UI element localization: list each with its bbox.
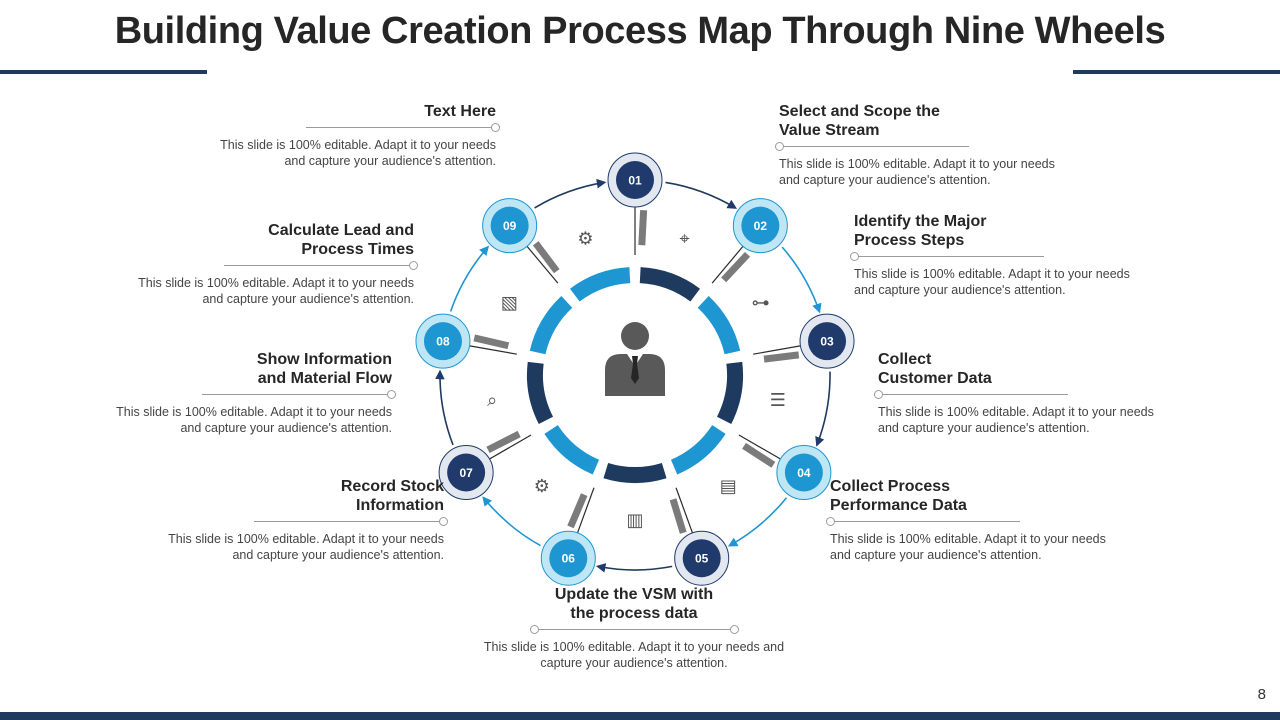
step-heading: Select and Scope the Value Stream bbox=[779, 103, 940, 139]
step-badge-03: 03 bbox=[799, 313, 855, 369]
step-description: This slide is 100% editable. Adapt it to… bbox=[483, 640, 785, 670]
page-number: 8 bbox=[1257, 686, 1266, 703]
hand-gear-icon: ⚙ bbox=[534, 476, 550, 497]
step-underline bbox=[850, 252, 1154, 262]
step-underline bbox=[775, 142, 1079, 152]
step-badge-01: 01 bbox=[607, 152, 663, 208]
step-badge-02: 02 bbox=[732, 198, 788, 254]
analytics-icon: ▧ bbox=[501, 293, 518, 314]
step-badge-number: 01 bbox=[628, 174, 642, 188]
step-description: This slide is 100% editable. Adapt it to… bbox=[830, 532, 1106, 562]
report-icon: ▥ bbox=[626, 510, 643, 531]
step-description: This slide is 100% editable. Adapt it to… bbox=[116, 405, 392, 435]
step-underline bbox=[474, 625, 794, 635]
step-underline bbox=[826, 517, 1130, 527]
step-heading: Calculate Lead and Process Times bbox=[268, 222, 414, 258]
step-description: This slide is 100% editable. Adapt it to… bbox=[854, 267, 1130, 297]
page-title: Building Value Creation Process Map Thro… bbox=[114, 10, 1166, 52]
step-description: This slide is 100% editable. Adapt it to… bbox=[779, 157, 1055, 187]
step-underline bbox=[114, 517, 448, 527]
step-badge-number: 08 bbox=[436, 335, 450, 349]
step-underline bbox=[166, 123, 500, 133]
wheel-segment-03: ☰ bbox=[716, 341, 831, 447]
title-rule-left bbox=[0, 70, 207, 74]
database-icon: ☰ bbox=[770, 390, 786, 411]
step-badge-number: 07 bbox=[459, 466, 473, 480]
step-description: This slide is 100% editable. Adapt it to… bbox=[878, 405, 1154, 435]
step-heading: Update the VSM with the process data bbox=[554, 586, 714, 622]
step-badge-number: 06 bbox=[562, 552, 576, 566]
step-badge-06: 06 bbox=[540, 530, 596, 586]
step-badge-number: 04 bbox=[797, 466, 811, 480]
monitor-gear-icon: ⚙ bbox=[577, 229, 593, 250]
step-badge-05: 05 bbox=[674, 530, 730, 586]
step-description: This slide is 100% editable. Adapt it to… bbox=[220, 138, 496, 168]
businessman-icon bbox=[605, 322, 665, 396]
title-rule-right bbox=[1073, 70, 1280, 74]
footer-bar bbox=[0, 712, 1280, 720]
magnifier-document-icon: ⌕ bbox=[487, 390, 497, 411]
step-underline bbox=[62, 390, 396, 400]
step-badge-07: 07 bbox=[438, 445, 494, 500]
flowchart-icon: ⊶ bbox=[752, 293, 770, 314]
step-heading: Text Here bbox=[424, 103, 496, 120]
step-badge-number: 03 bbox=[820, 335, 834, 349]
documents-icon: ▤ bbox=[720, 476, 737, 497]
step-description: This slide is 100% editable. Adapt it to… bbox=[138, 276, 414, 306]
step-badge-number: 09 bbox=[503, 219, 517, 233]
step-heading: Record Stock Information bbox=[340, 478, 444, 514]
step-heading: Collect Process Performance Data bbox=[830, 478, 967, 514]
step-heading: Show Information and Material Flow bbox=[256, 351, 392, 387]
step-underline bbox=[874, 390, 1178, 400]
target-icon: ⌖ bbox=[680, 229, 690, 250]
step-badge-09: 09 bbox=[482, 198, 538, 254]
step-heading: Identify the Major Process Steps bbox=[854, 213, 987, 249]
step-underline bbox=[84, 261, 418, 271]
step-badge-number: 02 bbox=[754, 219, 768, 233]
step-badge-number: 05 bbox=[695, 552, 709, 566]
step-description: This slide is 100% editable. Adapt it to… bbox=[168, 532, 444, 562]
step-badge-04: 04 bbox=[776, 445, 832, 500]
step-badge-08: 08 bbox=[415, 313, 471, 369]
step-heading: Collect Customer Data bbox=[878, 351, 992, 387]
